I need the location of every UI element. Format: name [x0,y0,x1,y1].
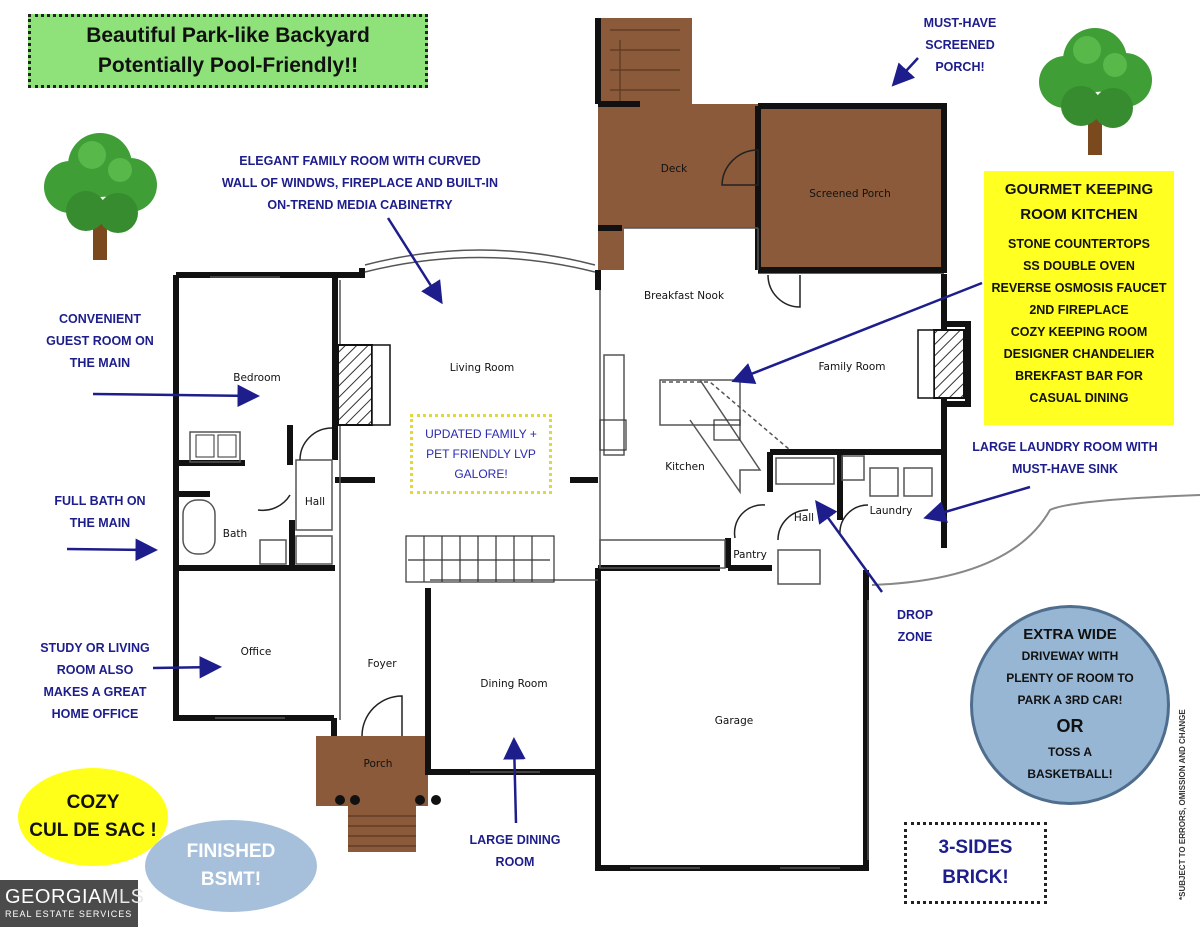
staircase [405,535,555,583]
room-label-dining-room: Dining Room [480,678,547,690]
room-label-breakfast-nook: Breakfast Nook [644,290,725,302]
kitchen-feature: REVERSE OSMOSIS FAUCET [991,281,1167,295]
kitchen-feature: SS DOUBLE OVEN [1023,259,1135,273]
kitchen-feature: DESIGNER CHANDELIER [1003,347,1155,361]
annotation-full-bath: FULL BATH ON THE MAIN [54,494,146,530]
deck [598,18,758,270]
headline-line-1: Beautiful Park-like Backyard [86,24,370,47]
room-label-office: Office [241,646,272,658]
room-label-living-room: Living Room [450,362,514,374]
room-label-garage: Garage [715,715,753,727]
fireplace-icon-family [933,329,965,399]
porch-steps [348,806,416,852]
room-label-porch: Porch [364,758,393,770]
kitchen-features-box: GOURMET KEEPING ROOM KITCHEN STONE COUNT… [984,171,1174,425]
room-label-family-room: Family Room [818,361,885,373]
kitchen-feature: COZY KEEPING ROOM [1010,325,1148,339]
lvp-flooring-box: UPDATED FAMILY + PET FRIENDLY LVP GALORE… [410,414,552,494]
annotation-screened-porch: MUST-HAVE SCREENED PORCH! [923,16,997,74]
headline-box: Beautiful Park-like Backyard Potentially… [28,14,428,88]
georgia-mls-logo: GEORGIAMLS REAL ESTATE SERVICES [0,880,144,927]
room-label-screened-porch: Screened Porch [809,188,890,200]
room-label-bath: Bath [223,528,247,540]
screened-porch [758,106,944,274]
annotation-study: STUDY OR LIVING ROOM ALSO MAKES A GREAT … [40,641,150,721]
kitchen-box-title: GOURMET KEEPING ROOM KITCHEN [1004,181,1154,223]
annotation-laundry: LARGE LAUNDRY ROOM WITH MUST-HAVE SINK [972,440,1158,476]
kitchen-feature: STONE COUNTERTOPS [1008,237,1150,251]
room-label-kitchen: Kitchen [665,461,704,473]
room-label-laundry: Laundry [870,505,913,517]
room-label-hall-right: Hall [794,512,814,524]
fireplace-icon-living [337,344,373,426]
annotation-family-room: ELEGANT FAMILY ROOM WITH CURVED WALL OF … [221,154,499,212]
kitchen-feature: BREKFAST BAR FOR [1015,369,1143,383]
kitchen-feature: 2ND FIREPLACE [1029,303,1129,317]
tree-icon-left [44,133,157,260]
kitchen-feature: CASUAL DINING [1029,391,1129,405]
brick-callout: 3-SIDES BRICK! [904,822,1047,904]
tree-icon-right [1039,28,1152,155]
annotation-dining: LARGE DINING ROOM [469,833,561,869]
room-label-hall-left: Hall [305,496,325,508]
room-label-pantry: Pantry [733,549,767,561]
disclaimer-text: *SUBJECT TO ERRORS, OMISSION AND CHANGE [1178,709,1187,900]
basement-callout: FINISHED BSMT! [145,820,317,912]
cul-de-sac-callout: COZY CUL DE SAC ! [18,768,168,866]
room-label-foyer: Foyer [367,658,397,670]
room-label-bedroom: Bedroom [233,372,281,384]
headline-line-2: Potentially Pool-Friendly!! [97,54,359,77]
annotation-arrows [66,57,1031,824]
room-label-deck: Deck [661,163,688,175]
driveway-callout: EXTRA WIDE DRIVEWAY WITH PLENTY OF ROOM … [970,605,1170,805]
porch [316,736,428,806]
annotation-drop-zone: DROP ZONE [896,608,934,644]
annotation-guest-room: CONVENIENT GUEST ROOM ON THE MAIN [46,312,154,370]
